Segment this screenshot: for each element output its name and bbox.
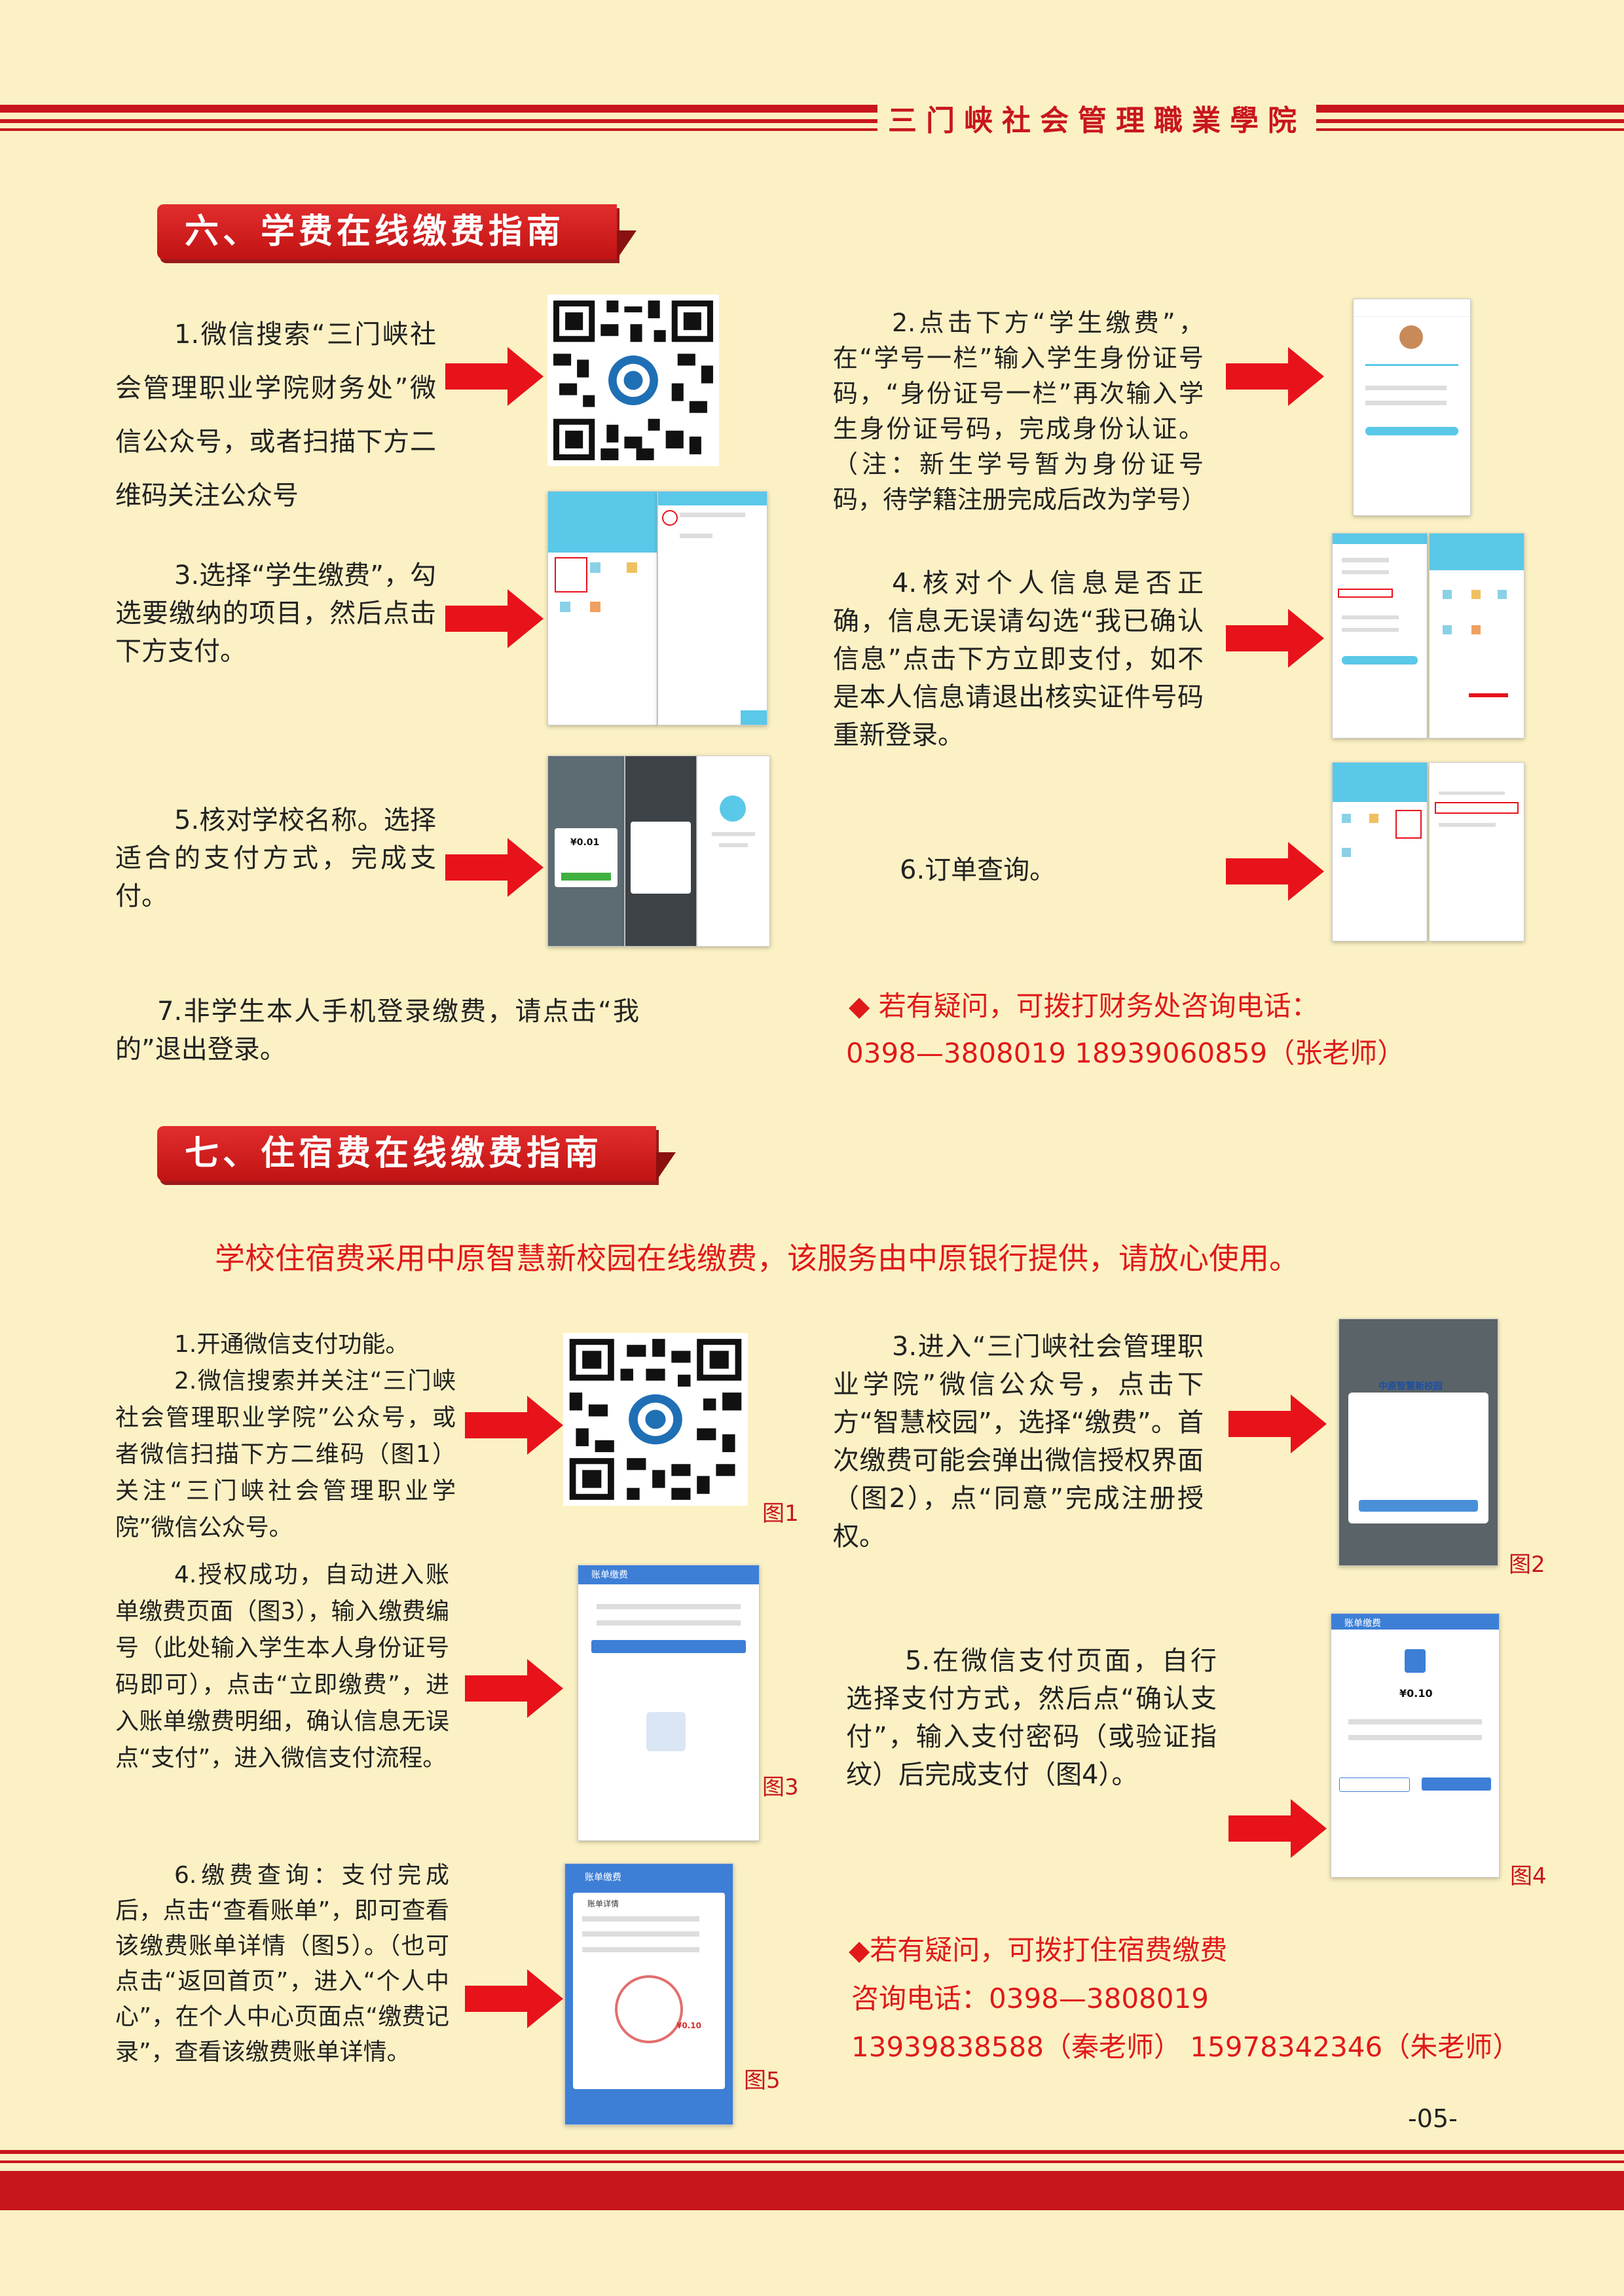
s7-step1: 1.开通微信支付功能。 <box>174 1331 409 1358</box>
s7-contact-line2: 咨询电话：0398—3808019 <box>851 1982 1209 2014</box>
qr-code-school <box>563 1333 748 1506</box>
screenshot-student-pay-a <box>547 491 657 725</box>
s6-contact-line2: 0398—3808019 18939060859（张老师） <box>846 1037 1405 1069</box>
arrow-right-icon <box>1226 842 1324 901</box>
page-number: -05- <box>1408 2104 1458 2133</box>
arrow-right-icon <box>445 589 544 648</box>
arrow-right-icon <box>445 347 544 406</box>
screenshot-bill-pay: 账单缴费 <box>578 1565 760 1841</box>
avatar <box>1399 325 1423 349</box>
arrow-right-icon <box>465 1396 563 1455</box>
screenshot-order-b <box>1429 762 1524 941</box>
screenshot-login <box>1353 299 1471 516</box>
s7-contact-line1: ◆若有疑问，可拨打住宿费缴费 <box>849 1934 1228 1966</box>
success-check-icon <box>720 795 746 822</box>
qr-icon <box>547 295 719 466</box>
school-name: 三门峡社会管理職業學院 <box>877 97 1316 139</box>
screenshot-order-a <box>1332 762 1428 941</box>
screenshot-pay-result: 账单缴费 ¥0.10 <box>1331 1613 1500 1878</box>
s6-step3: 3.选择“学生缴费”，勾选要缴纳的项目，然后点击下方支付。 <box>115 560 436 666</box>
arrow-right-icon <box>1228 1394 1327 1453</box>
screenshot-pay-success <box>697 756 770 947</box>
footer-stripe-2 <box>0 2160 1624 2163</box>
s6-contact-line1: ◆ 若有疑问，可拨打财务处咨询电话： <box>849 990 1319 1022</box>
screenshot-confirm-b <box>1429 533 1524 738</box>
s7-step3: 3.进入“三门峡社会管理职业学院”微信公众号，点击下方“智慧校园”，选择“缴费”… <box>833 1332 1204 1552</box>
s7-step4: 4.授权成功，自动进入账单缴费页面（图3），输入缴费编号（此处输入学生本人身份证… <box>115 1561 449 1772</box>
screenshot-student-pay-b <box>657 491 767 725</box>
arrow-right-icon <box>445 838 544 897</box>
s6-step4: 4.核对个人信息是否正确，信息无误请勾选“我已确认信息”点击下方立即支付，如不是… <box>833 568 1204 750</box>
header-stripe-1 <box>0 105 1624 113</box>
arrow-right-icon <box>1228 1799 1327 1858</box>
section6-title: 六、学费在线缴费指南 <box>157 204 637 259</box>
screenshot-pay-method-b <box>625 756 697 947</box>
arrow-right-icon <box>1226 609 1324 668</box>
qr-code-finance <box>547 295 719 466</box>
s6-step2: 2.点击下方“学生缴费”，在“学号一栏”输入学生身份证号码，“身份证号一栏”再次… <box>833 308 1207 514</box>
s6-step5: 5.核对学校名称。选择适合的支付方式，完成支付。 <box>115 805 436 911</box>
fig4-label: 图4 <box>1510 1863 1547 1889</box>
s7-contact-line3: 13939838588（秦老师） 15978342346（朱老师） <box>851 2031 1521 2063</box>
s6-step1: 1.微信搜索“三门峡社会管理职业学院财务处”微信公众号，或者扫描下方二维码关注公… <box>115 319 436 511</box>
arrow-right-icon <box>1226 347 1324 406</box>
section7-title: 七、住宿费在线缴费指南 <box>157 1126 676 1181</box>
screenshot-wechat-auth: 中原智慧新校园 <box>1338 1319 1498 1566</box>
s7-step5: 5.在微信支付页面，自行选择支付方式，然后点“确认支付”，输入支付密码（或验证指… <box>846 1646 1217 1790</box>
fig5-label: 图5 <box>744 2068 781 2094</box>
fig3-label: 图3 <box>762 1774 799 1800</box>
footer-stripe-3 <box>0 2171 1624 2210</box>
screenshot-confirm-a <box>1332 533 1428 738</box>
fig1-label: 图1 <box>762 1501 799 1527</box>
screenshot-bill-detail: 账单缴费 账单详情 ¥0.10 <box>564 1863 733 2125</box>
s6-step6: 6.订单查询。 <box>900 855 1056 885</box>
header-stripe-3 <box>0 128 1624 131</box>
footer-stripe-1 <box>0 2150 1624 2154</box>
arrow-right-icon <box>465 1969 563 2028</box>
qr-icon <box>563 1333 748 1506</box>
screenshot-pay-method-a: ¥0.01 <box>547 756 625 947</box>
s7-step2: 2.微信搜索并关注“三门峡社会管理职业学院”公众号，或者微信扫描下方二维码（图1… <box>115 1368 456 1541</box>
arrow-right-icon <box>465 1659 563 1718</box>
receipt-icon <box>1405 1649 1426 1673</box>
fig2-label: 图2 <box>1509 1552 1545 1578</box>
header-stripe-2 <box>0 119 1624 123</box>
s7-step6: 6.缴费查询：支付完成后，点击“查看账单”，即可查看该缴费账单详情（图5）。（也… <box>115 1862 449 2066</box>
s7-notice: 学校住宿费采用中原智慧新校园在线缴费，该服务由中原银行提供，请放心使用。 <box>215 1241 1299 1276</box>
seal-stamp <box>615 1975 683 2043</box>
s6-step7: 7.非学生本人手机登录缴费，请点击“我的”退出登录。 <box>115 996 639 1065</box>
